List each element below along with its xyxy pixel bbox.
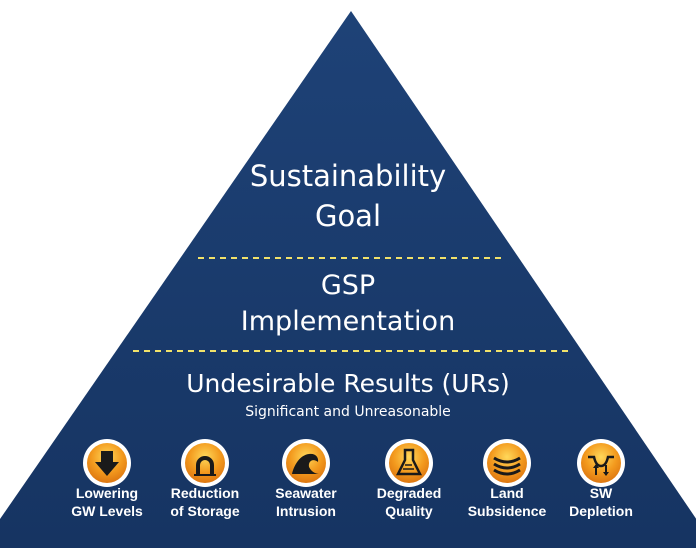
indicator-label-line-1: SW <box>589 485 613 501</box>
wave-icon <box>282 439 330 487</box>
indicator-label-sw-depletion: SW Depletion <box>546 484 656 520</box>
arrow-down-icon <box>83 439 131 487</box>
indicator-label-line-1: Seawater <box>275 485 337 501</box>
indicator-label-lowering-gw-levels: Lowering GW Levels <box>52 484 162 520</box>
gsp-implementation-label: GSP Implementation <box>0 268 696 340</box>
indicator-label-line-1: Reduction <box>170 485 240 501</box>
undesirable-results-subtitle: Significant and Unreasonable <box>245 404 451 420</box>
indicator-label-line-2: Intrusion <box>276 503 336 519</box>
stream-depletion-icon <box>577 439 625 487</box>
pyramid-shape <box>0 11 696 548</box>
indicator-label-line-2: GW Levels <box>71 503 143 519</box>
goal-line-1: Sustainability <box>249 159 447 193</box>
flask-icon <box>385 439 433 487</box>
indicator-label-reduction-of-storage: Reduction of Storage <box>150 484 260 520</box>
indicator-label-degraded-quality: Degraded Quality <box>354 484 464 520</box>
sustainability-goal-label: Sustainability Goal <box>0 156 696 236</box>
indicator-label-line-2: Subsidence <box>467 503 547 519</box>
implementation-line-1: GSP <box>320 270 376 301</box>
indicator-label-line-2: of Storage <box>170 503 240 519</box>
storage-gauge-icon <box>181 439 229 487</box>
subsidence-layers-icon <box>483 439 531 487</box>
indicator-label-seawater-intrusion: Seawater Intrusion <box>251 484 361 520</box>
undesirable-results-title: Undesirable Results (URs) <box>186 369 510 398</box>
indicator-label-line-2: Quality <box>385 503 433 519</box>
indicator-label-line-1: Land <box>490 485 524 501</box>
indicator-label-line-1: Degraded <box>376 485 442 501</box>
indicator-label-line-2: Depletion <box>569 503 633 519</box>
goal-line-2: Goal <box>314 199 382 233</box>
implementation-line-2: Implementation <box>240 306 456 337</box>
indicator-label-land-subsidence: Land Subsidence <box>452 484 562 520</box>
indicator-label-line-1: Lowering <box>75 485 139 501</box>
